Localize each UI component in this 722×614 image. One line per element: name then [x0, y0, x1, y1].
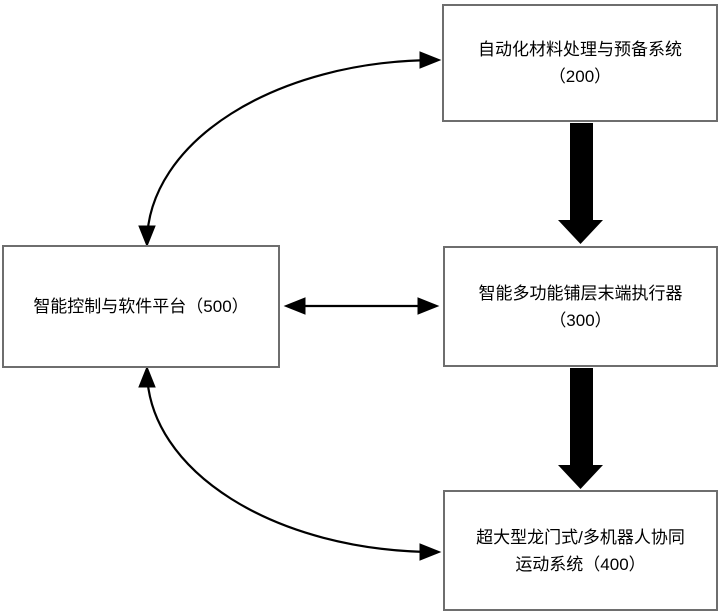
edge-300-400-thick-down-arrow [558, 368, 603, 489]
edge-500-200-curved-arrow [138, 51, 442, 248]
node-300-label-line1: 智能多功能铺层末端执行器 [478, 283, 683, 303]
node-200-label-line2: （200） [548, 67, 612, 86]
edge-200-300-thick-down-arrow [558, 123, 603, 244]
node-gantry-multirobot-motion-system: 超大型龙门式/多机器人协同 运动系统（400） [443, 490, 718, 611]
node-automated-material-prep-system: 自动化材料处理与预备系统 （200） [442, 4, 718, 122]
node-multifunction-layup-end-effector: 智能多功能铺层末端执行器 （300） [443, 246, 718, 367]
node-300-label-line2: （300） [549, 310, 612, 330]
node-400-label-line1: 超大型龙门式/多机器人协同 [476, 527, 685, 547]
edge-500-400-curved-arrow [138, 365, 442, 561]
node-200-label-line1: 自动化材料处理与预备系统 [478, 40, 682, 59]
node-400-label-line2: 运动系统（400） [515, 554, 646, 574]
node-intelligent-control-software-platform: 智能控制与软件平台（500） [2, 245, 280, 368]
node-500-label-line1: 智能控制与软件平台（500） [33, 297, 249, 316]
